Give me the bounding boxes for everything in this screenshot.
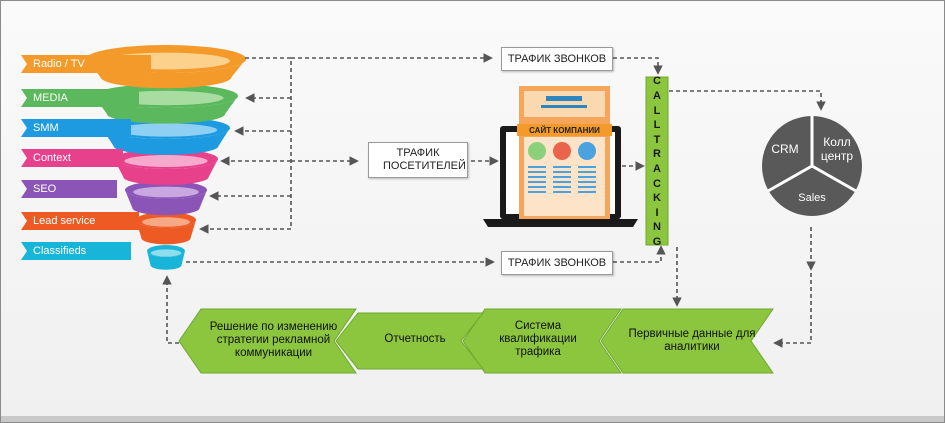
calltracking-letter: T xyxy=(653,133,661,146)
traffic-visitors-box: ТРАФИК ПОСЕТИТЕЛЕЙ xyxy=(368,142,468,178)
crm-pie xyxy=(762,116,862,216)
funnel-ring-inner-2 xyxy=(114,123,218,137)
funnel-ring-body-3 xyxy=(114,159,218,185)
webpage-green-circle xyxy=(528,142,546,160)
calltracking-letter: I xyxy=(655,206,659,219)
pipeline-arrow-3 xyxy=(178,308,357,374)
channel-ribbon-3 xyxy=(21,149,123,167)
funnel-ring-inner-4 xyxy=(133,186,199,198)
connector-feedback-loop xyxy=(162,275,179,344)
pipeline-step-reporting: Отчетность xyxy=(384,332,446,345)
webpage-text-lines xyxy=(528,166,596,193)
channel-label-4: SEO xyxy=(33,183,57,195)
channel-ribbon-2 xyxy=(21,119,131,137)
channel-ribbon-1 xyxy=(21,89,139,107)
pipeline-step-raw-data: Первичные данные для аналитики xyxy=(628,328,756,353)
channel-ribbon-5 xyxy=(21,212,139,230)
webpage-red-circle xyxy=(553,142,571,160)
calltracking-bar xyxy=(645,76,669,246)
crm-pie-dividers xyxy=(767,116,857,193)
funnel-ring-body-2 xyxy=(102,128,230,155)
site-title-banner xyxy=(517,124,612,136)
sales-label: Sales xyxy=(798,192,826,204)
channel-ribbons xyxy=(21,55,151,260)
channel-label-2: SMM xyxy=(33,122,59,134)
funnel-ring-inner-5 xyxy=(142,217,190,227)
calltracking-letter: L xyxy=(653,119,661,132)
calltracking-letter: N xyxy=(653,221,661,234)
calltracking-letter: C xyxy=(653,177,661,190)
channel-label-3: Context xyxy=(33,152,71,164)
pipeline-arrow-2 xyxy=(335,312,485,370)
pipeline-arrows xyxy=(178,308,774,374)
pipeline-step-qualification: Система квалификации трафика xyxy=(499,319,577,358)
connector-crm-pipeline xyxy=(773,273,812,348)
channel-label-6: Classifieds xyxy=(33,245,87,257)
funnel-ring-body-5 xyxy=(136,220,196,245)
calltracking-letter: C xyxy=(653,75,661,88)
monitor-base xyxy=(483,219,638,227)
traffic-calls-top-box: ТРАФИК ЗВОНКОВ xyxy=(501,47,613,71)
dashed-connectors xyxy=(162,53,826,348)
calltracking-letter: R xyxy=(653,148,661,161)
channel-ribbon-0 xyxy=(21,55,151,73)
pipeline-arrow-1 xyxy=(462,308,622,374)
channel-label-1: MEDIA xyxy=(33,92,68,104)
traffic-calls-top-label: ТРАФИК ЗВОНКОВ xyxy=(507,53,607,65)
calltracking-letter: K xyxy=(653,192,661,205)
funnel-ring-body-0 xyxy=(86,59,246,89)
funnel-ring-body-1 xyxy=(94,96,238,124)
crm-label: CRM xyxy=(771,142,799,156)
funnel-ring-body-6 xyxy=(147,251,185,270)
funnel-ring-inner-3 xyxy=(124,155,208,167)
webpage-header-bar xyxy=(546,96,582,101)
connector-calls-top-out xyxy=(613,57,663,75)
website-illustration xyxy=(483,86,638,227)
calltracking-letter: A xyxy=(653,163,661,175)
funnel xyxy=(86,45,246,270)
calltracking-letter: G xyxy=(652,235,662,248)
channel-label-0: Radio / TV xyxy=(33,58,85,70)
webpage-blue-circle xyxy=(578,142,596,160)
channel-ribbon-6 xyxy=(21,242,131,260)
channel-label-5: Lead service xyxy=(33,215,96,227)
connector-calltracking-crm xyxy=(669,90,826,111)
pipeline-step-strategy: Решение по изменению стратегии рекламной… xyxy=(209,320,338,359)
pipeline-arrow-0 xyxy=(600,308,774,374)
funnel-ring-body-4 xyxy=(125,190,207,216)
traffic-calls-bottom-box: ТРАФИК ЗВОНКОВ xyxy=(501,251,613,275)
connector-calls-bottom-out xyxy=(613,245,666,263)
traffic-visitors-label: ТРАФИК ПОСЕТИТЕЛЕЙ xyxy=(383,147,466,172)
calltracking-letter: L xyxy=(653,104,661,117)
funnel-ring-inner-6 xyxy=(150,249,182,257)
channel-ribbon-4 xyxy=(21,180,117,198)
site-title: САЙТ КОМПАНИИ xyxy=(529,126,600,135)
webpage-header-line xyxy=(541,105,587,108)
call-center-label: Колл центр xyxy=(820,135,854,163)
calltracking-letter: A xyxy=(653,90,661,103)
funnel-trunk-line xyxy=(245,57,292,229)
webpage-header xyxy=(524,91,605,117)
traffic-calls-bottom-label: ТРАФИК ЗВОНКОВ xyxy=(507,257,607,269)
